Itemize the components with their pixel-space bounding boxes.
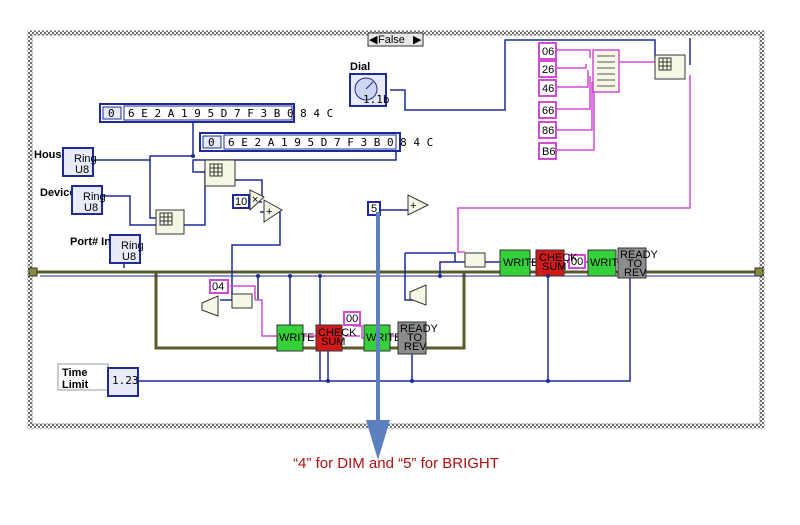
array-grid-icon	[658, 57, 672, 71]
time-limit-label-1: Time	[62, 367, 87, 379]
svg-text:WRITE: WRITE	[590, 257, 625, 269]
house-type-u8: U8	[75, 164, 89, 176]
wire-junctions	[191, 154, 550, 383]
svg-text:×: ×	[252, 194, 258, 206]
svg-text:00: 00	[346, 313, 358, 325]
svg-text:READY: READY	[620, 249, 659, 261]
array-item-b6	[538, 142, 557, 160]
index-array-node-2	[155, 209, 185, 235]
case-next-arrow[interactable]: ▶	[413, 34, 422, 46]
svg-text:10: 10	[235, 196, 247, 208]
hex-array-1: 0 6 E 2 A 1 9 5 D 7 F 3 B 0 8 4 C	[99, 103, 333, 123]
case-selector-value: False	[378, 34, 405, 46]
select-node-1	[201, 293, 253, 317]
add-node-2: +	[407, 194, 430, 216]
svg-text:46: 46	[542, 83, 554, 95]
array-item-86	[538, 121, 557, 139]
dial-label: Dial	[350, 61, 370, 73]
svg-text:CHECK: CHECK	[539, 252, 578, 264]
svg-text:26: 26	[542, 64, 554, 76]
port-label: Port# In	[70, 236, 111, 248]
dim-command-constant: 04	[209, 279, 229, 294]
index-array-node-1	[204, 159, 236, 187]
pink-wires	[230, 49, 691, 339]
annotation-text: “4” for DIM and “5” for BRIGHT	[293, 455, 499, 472]
checksum-subvi-2[interactable]: CHECK SUM	[535, 249, 578, 277]
svg-text:B6: B6	[542, 146, 555, 158]
svg-text:+: +	[266, 206, 272, 218]
svg-text:00: 00	[571, 256, 583, 268]
case-structure	[27, 30, 765, 429]
build-array-node	[592, 49, 620, 93]
port-type-u8: U8	[122, 251, 136, 263]
svg-text:SUM: SUM	[542, 261, 566, 273]
svg-text:+: +	[410, 200, 416, 212]
write-subvi-3[interactable]: WRITE	[499, 249, 538, 277]
time-limit-type-tag: 1.23	[112, 374, 139, 387]
write-subvi-1[interactable]: WRITE	[276, 324, 314, 352]
ready-to-rev-subvi-2[interactable]: READY TO REV	[617, 247, 659, 279]
device-type-ring: Ring	[83, 191, 106, 203]
svg-text:REV: REV	[624, 267, 647, 279]
select-node-2	[409, 252, 486, 306]
svg-text:86: 86	[542, 125, 554, 137]
index-array-node-3	[654, 54, 686, 80]
array-grid-icon	[159, 212, 173, 226]
time-limit-label-2: Limit	[62, 379, 89, 391]
time-limit-control[interactable]: Time Limit 1.23	[57, 363, 139, 397]
zero-constant-b: 00	[568, 254, 586, 269]
bright-constant: 5	[367, 201, 381, 216]
svg-text:REV: REV	[404, 341, 427, 353]
ready-to-rev-subvi-1[interactable]: READY TO REV	[397, 321, 439, 355]
array-grid-icon	[209, 163, 223, 177]
svg-text:CHECK: CHECK	[318, 327, 357, 339]
svg-text:READY: READY	[400, 323, 439, 335]
svg-text:WRITE: WRITE	[279, 332, 314, 344]
multiplier-constant: 10	[232, 194, 250, 209]
port-control[interactable]: Port# In Ring U8	[70, 234, 144, 264]
device-control[interactable]: Device Ring U8	[40, 185, 106, 215]
array-item-66	[538, 101, 557, 119]
hex-array-2: 0 6 E 2 A 1 9 5 D 7 F 3 B 0 8 4 C	[199, 132, 433, 152]
device-label: Device	[40, 187, 75, 199]
write-subvi-4[interactable]: WRITE	[587, 249, 625, 277]
add-node-1: +	[263, 199, 283, 223]
array-item-46	[538, 79, 557, 97]
array-item-26	[538, 60, 557, 78]
svg-text:66: 66	[542, 105, 554, 117]
house-type-ring: Ring	[74, 153, 97, 165]
svg-text:WRITE: WRITE	[503, 257, 538, 269]
hex-array-2-values: 6 E 2 A 1 9 5 D 7 F 3 B 0 8 4 C	[228, 136, 433, 149]
dial-control[interactable]: Dial 1.1b	[349, 61, 390, 107]
hex-array-2-index: 0	[208, 136, 215, 149]
case-prev-arrow[interactable]: ◀	[369, 34, 378, 46]
hex-array-1-index: 0	[108, 107, 115, 120]
svg-text:WRITE: WRITE	[366, 332, 401, 344]
error-wire	[28, 267, 764, 277]
zero-constant-a: 00	[343, 311, 361, 326]
svg-text:04: 04	[212, 281, 224, 293]
svg-text:TO: TO	[627, 258, 643, 270]
house-control[interactable]: House Ring U8	[34, 147, 97, 177]
hex-array-1-values: 6 E 2 A 1 9 5 D 7 F 3 B 0 8 4 C	[128, 107, 333, 120]
svg-text:06: 06	[542, 46, 554, 58]
svg-text:5: 5	[371, 203, 377, 215]
port-type-ring: Ring	[121, 240, 144, 252]
case-selector[interactable]: ◀ False ▶	[367, 32, 424, 47]
device-type-u8: U8	[84, 202, 98, 214]
house-label: House	[34, 149, 68, 161]
byte-array-constants: 06 26 46 66 86 B6	[538, 42, 557, 160]
annotation-caption: “4” for DIM and “5” for BRIGHT	[0, 455, 800, 472]
array-item-06	[538, 42, 557, 60]
svg-text:TO: TO	[407, 332, 423, 344]
dial-type-tag: 1.1b	[363, 93, 390, 106]
checksum-subvi-1[interactable]: CHECK SUM	[315, 324, 357, 352]
svg-text:SUM: SUM	[321, 336, 345, 348]
